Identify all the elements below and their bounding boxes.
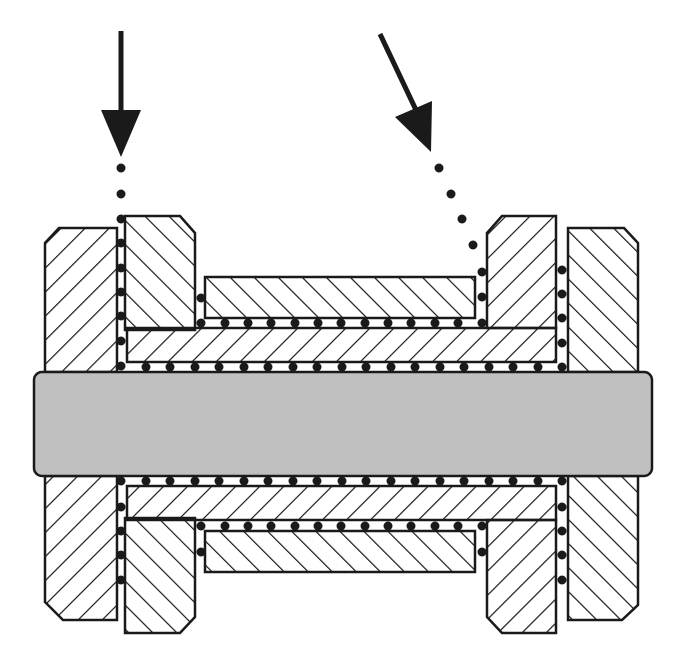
sleeve-top xyxy=(203,275,477,320)
left-outer-block-top xyxy=(43,226,119,374)
sleeve-bottom xyxy=(203,529,477,574)
right-inner-flange-bottom xyxy=(485,518,558,635)
arrow-right-icon xyxy=(377,32,432,152)
left-inner-flange-bottom xyxy=(123,516,197,635)
central-rod xyxy=(32,370,654,478)
inner-tube-top xyxy=(125,326,558,364)
right-outer-block-top xyxy=(566,226,640,374)
right-outer-block-bottom xyxy=(566,474,640,622)
inner-tube-bottom xyxy=(125,484,558,522)
left-inner-flange-top xyxy=(123,214,197,332)
left-outer-block-bottom xyxy=(43,474,119,622)
arrow-left-icon xyxy=(101,31,141,157)
right-inner-flange-top xyxy=(485,214,558,330)
flow-dots xyxy=(116,163,567,585)
